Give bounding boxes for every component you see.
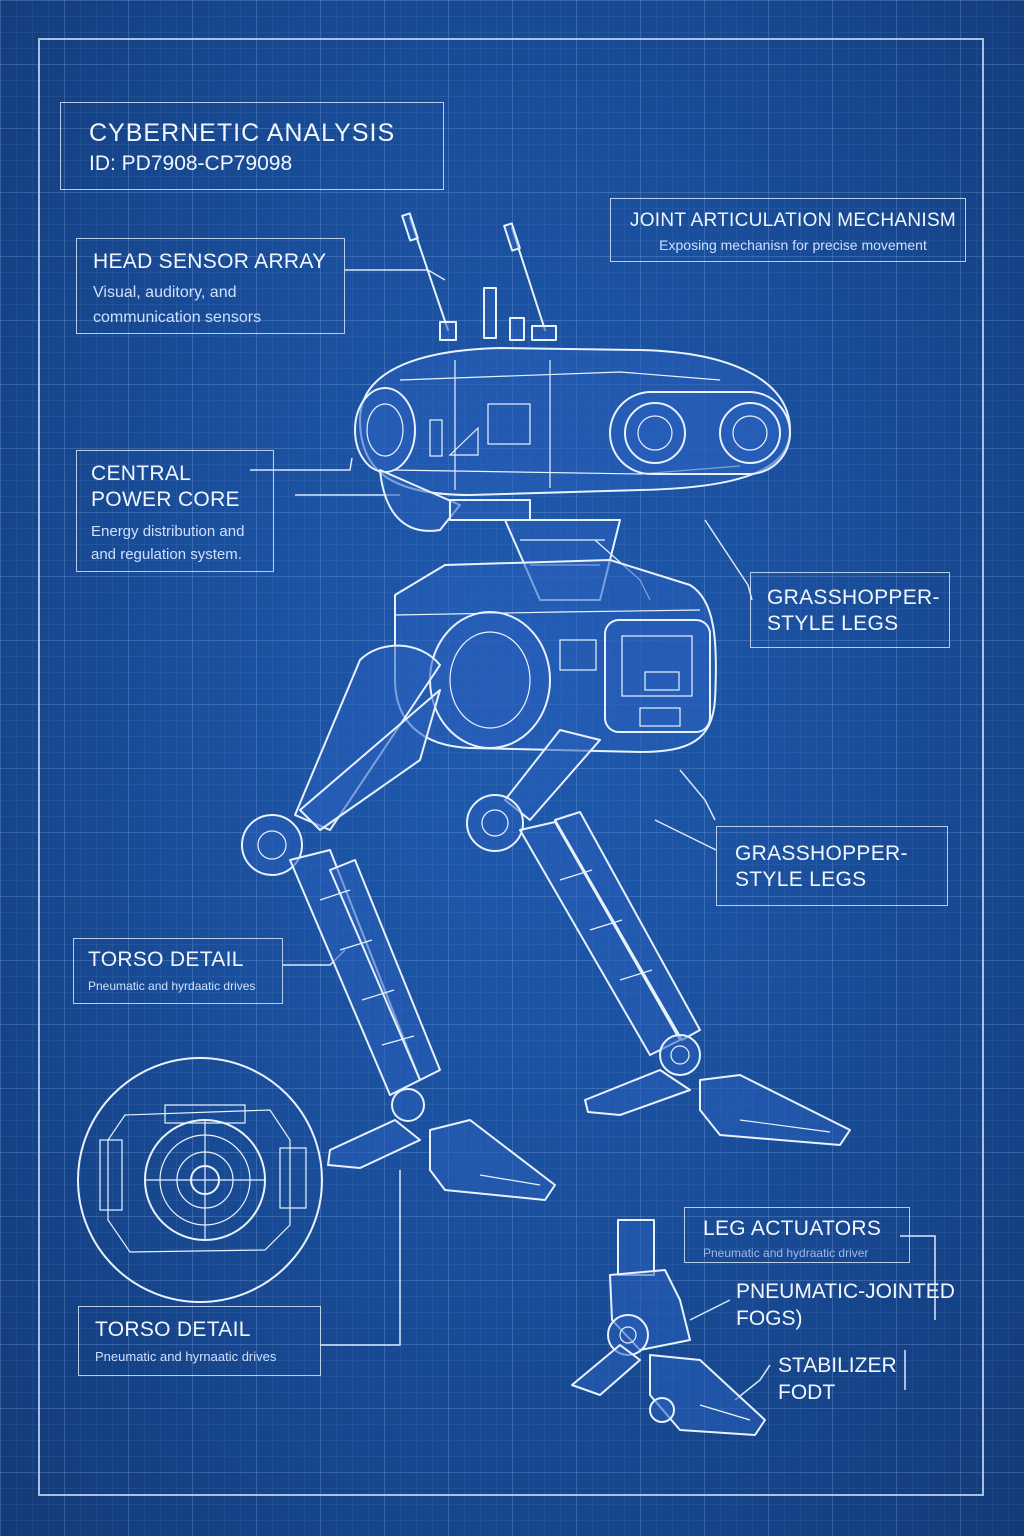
blueprint-border bbox=[38, 38, 984, 1496]
stabilizer-foot-title-line1: STABILIZER bbox=[778, 1354, 897, 1377]
power-core-callout: CENTRAL POWER CORE Energy distribution a… bbox=[76, 450, 274, 572]
grasshopper-legs-callout-upper: GRASSHOPPER- STYLE LEGS bbox=[750, 572, 950, 648]
joint-articulation-description: Exposing mechanisn for precise movement bbox=[659, 236, 927, 253]
joint-articulation-title: JOINT ARTICULATION MECHANISM bbox=[629, 210, 957, 231]
leg-actuators-title: LEG ACTUATORS bbox=[703, 1217, 882, 1240]
head-sensor-title: HEAD SENSOR ARRAY bbox=[93, 250, 327, 273]
torso-detail-description: Pneumatic and hyrnaatic drives bbox=[95, 1349, 277, 1365]
torso-detail-description: Pneumatic and hyrdaatic drives bbox=[88, 979, 256, 994]
leg-actuators-callout: LEG ACTUATORS Pneumatic and hydraatic dr… bbox=[684, 1207, 910, 1263]
grasshopper-legs-title-line1: GRASSHOPPER- bbox=[767, 586, 940, 609]
robot-leg-front bbox=[241, 644, 556, 1201]
power-core-description-line1: Energy distribution and bbox=[91, 522, 245, 540]
grasshopper-legs-title-line2: STYLE LEGS bbox=[767, 612, 899, 636]
document-id: ID: PD7908-CP79098 bbox=[89, 152, 293, 175]
torso-detail-title: TORSO DETAIL bbox=[88, 948, 244, 971]
foot-detail bbox=[571, 1219, 766, 1436]
head-sensor-description-line2: communication sensors bbox=[93, 309, 262, 327]
grasshopper-legs-callout-lower: GRASSHOPPER- STYLE LEGS bbox=[716, 826, 948, 906]
power-core-title-line1: CENTRAL bbox=[91, 462, 192, 485]
page-title: CYBERNETIC ANALYSIS bbox=[89, 119, 396, 147]
stabilizer-foot-title-line2: FODT bbox=[778, 1381, 836, 1405]
leg-actuators-description: Pneumatic and hydraatic driver bbox=[703, 1246, 869, 1261]
power-core-title-line2: POWER CORE bbox=[91, 488, 240, 512]
robot-head bbox=[354, 347, 791, 532]
torso-detail-callout-lower: TORSO DETAIL Pneumatic and hyrnaatic dri… bbox=[78, 1306, 321, 1376]
torso-detail-inset bbox=[77, 1057, 323, 1303]
head-sensor-callout: HEAD SENSOR ARRAY Visual, auditory, and … bbox=[76, 238, 345, 334]
robot-torso bbox=[394, 559, 717, 753]
pneumatic-joint-title-line2: FOGS) bbox=[736, 1307, 803, 1331]
grasshopper-legs-title-line1: GRASSHOPPER- bbox=[735, 842, 908, 865]
head-sensor-description-line1: Visual, auditory, and bbox=[93, 284, 237, 302]
title-box: CYBERNETIC ANALYSIS ID: PD7908-CP79098 bbox=[60, 102, 444, 190]
torso-detail-callout-upper: TORSO DETAIL Pneumatic and hyrdaatic dri… bbox=[73, 938, 283, 1004]
stabilizer-foot-callout: STABILIZER FODT bbox=[778, 1352, 897, 1407]
antennas bbox=[401, 212, 557, 341]
pneumatic-joint-title-line1: PNEUMATIC-JOINTED bbox=[736, 1280, 955, 1303]
joint-articulation-callout: JOINT ARTICULATION MECHANISM Exposing me… bbox=[610, 198, 966, 262]
grasshopper-legs-title-line2: STYLE LEGS bbox=[735, 868, 867, 892]
pneumatic-joint-callout: PNEUMATIC-JOINTED FOGS) bbox=[736, 1278, 955, 1333]
robot-leg-rear bbox=[466, 729, 851, 1146]
torso-detail-title: TORSO DETAIL bbox=[95, 1318, 251, 1341]
power-core-description-line2: and regulation system. bbox=[91, 545, 242, 563]
